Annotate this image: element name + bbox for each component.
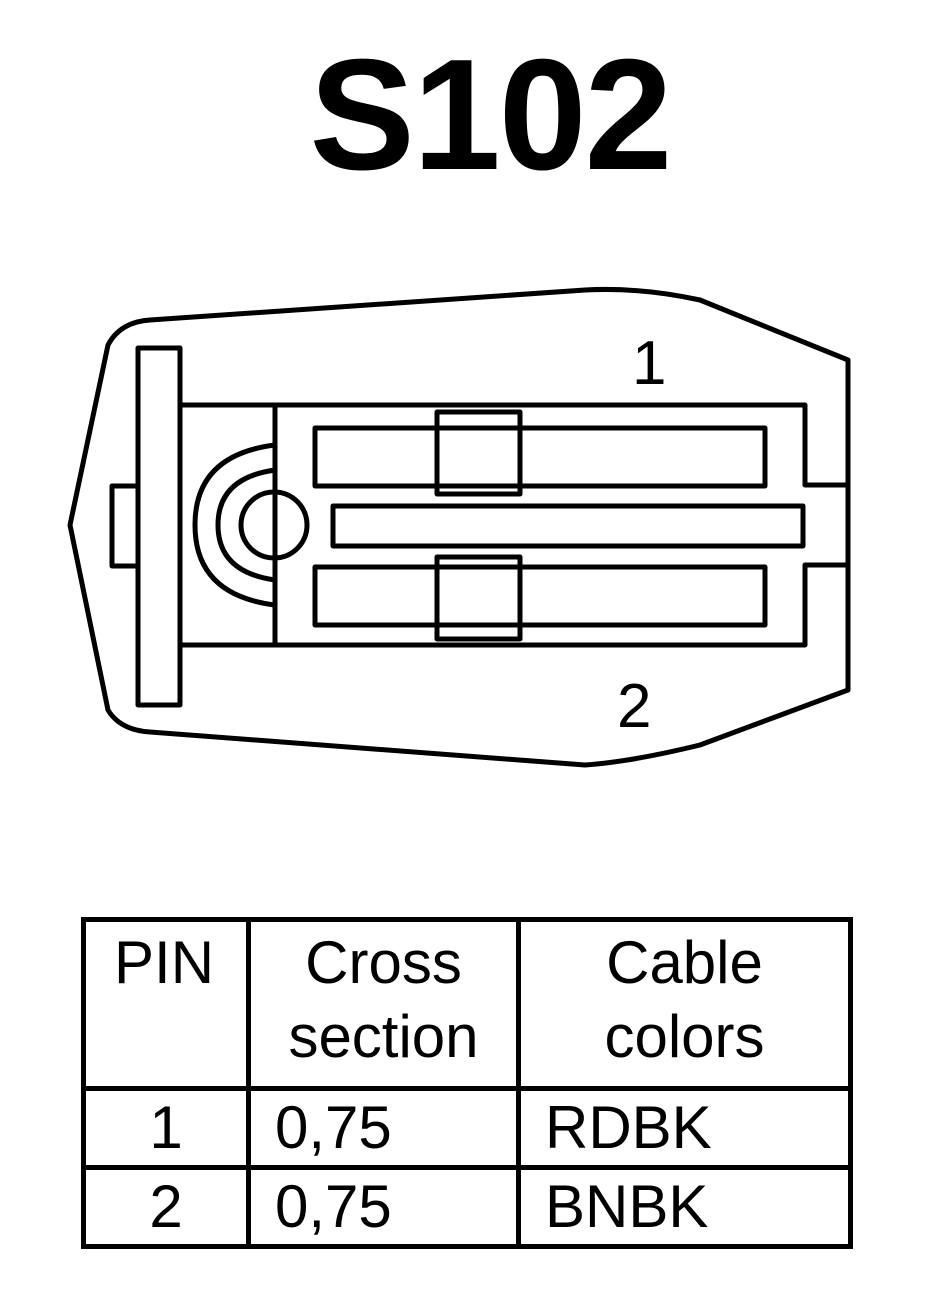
table-row: 1 0,75 RDBK [81,1086,853,1170]
header-cable-colors: Cable colors [516,917,853,1091]
pin-label-1: 1 [632,329,666,398]
curved-channel-inner [215,467,276,583]
cell-pin: 1 [81,1086,251,1170]
pin-slot-1 [312,425,768,489]
cell-cross-section: 0,75 [246,1086,521,1170]
cell-cable-color: RDBK [516,1086,853,1170]
header-cross-section-line-2: section [288,1003,479,1070]
header-cross-section: Cross section [246,917,521,1091]
cell-cross-section: 0,75 [246,1165,521,1249]
header-cable-colors-line-1: Cable [606,929,763,996]
table-header-row: PIN Cross section Cable colors [81,917,853,1091]
cell-cable-color: BNBK [516,1165,853,1249]
latch-bar [135,345,183,708]
pin-table: PIN Cross section Cable colors 1 0,75 RD… [81,917,853,1249]
housing-outline [67,286,851,768]
round-hole [238,489,310,561]
pin-contact-2 [434,554,523,642]
header-cross-section-line-1: Cross [305,929,462,996]
pin-label-2: 2 [617,672,651,741]
table-row: 2 0,75 BNBK [81,1165,853,1249]
connector-title: S102 [309,27,672,203]
header-cable-colors-line-2: colors [604,1003,765,1070]
latch-tab [109,483,141,569]
cell-pin: 2 [81,1165,251,1249]
body-frame [180,402,848,648]
pin-slot-2 [312,564,768,628]
curved-channel-outer [192,442,276,608]
center-slot [330,503,806,549]
header-pin: PIN [81,917,251,1091]
pin-contact-1 [434,409,523,497]
